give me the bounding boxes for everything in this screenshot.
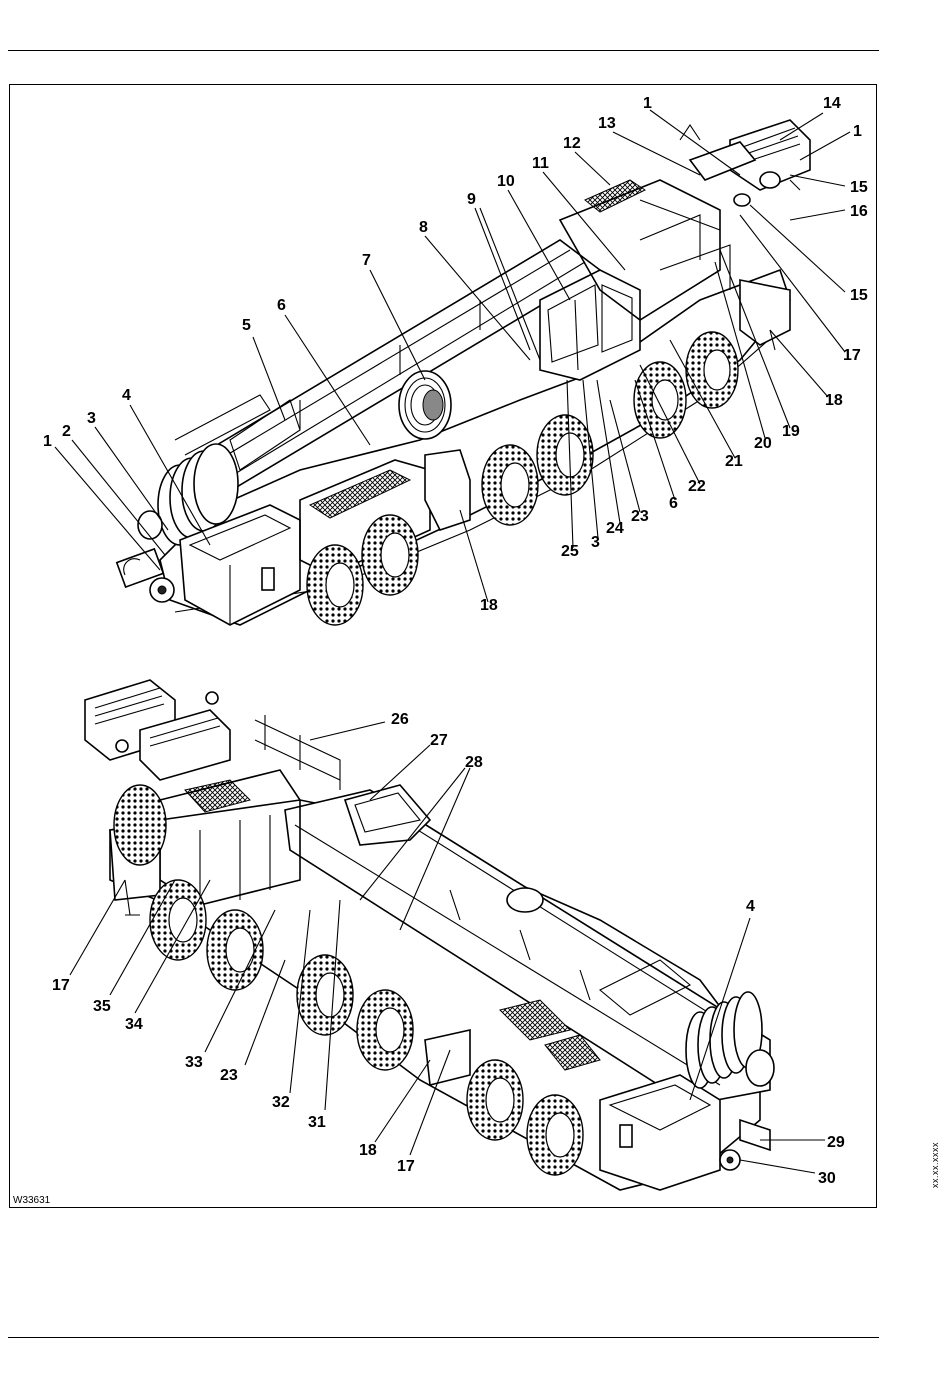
callout: 19 [782,423,800,440]
callout: 27 [430,732,448,749]
figure-code: W33631 [13,1195,51,1206]
callout: 17 [397,1158,415,1175]
callout: 1 [853,123,862,140]
callout: 8 [419,219,428,236]
callout: 23 [631,508,649,525]
callout: 23 [220,1067,238,1084]
callout: 4 [122,387,131,404]
callout: 30 [818,1170,836,1187]
callout: 5 [242,317,251,334]
lower-crane-drawing [85,680,774,1190]
callout: 3 [87,410,96,427]
callout: 14 [823,95,841,112]
callout: 24 [606,520,624,537]
callout: 17 [52,977,70,994]
callout: 25 [561,543,579,560]
winch-drum [399,371,451,439]
callout: 1 [643,95,652,112]
callout: 15 [850,179,868,196]
callout: 32 [272,1094,290,1111]
callout: 33 [185,1054,203,1071]
callout: 17 [843,347,861,364]
callout: 22 [688,478,706,495]
callout: 18 [825,392,843,409]
callout: 6 [277,297,286,314]
callout: 12 [563,135,581,152]
callout: 29 [827,1134,845,1151]
callout: 16 [850,203,868,220]
callout: 2 [62,423,71,440]
callout: 18 [480,597,498,614]
callout: 21 [725,453,743,470]
callout: 15 [850,287,868,304]
callout: 20 [754,435,772,452]
callout: 35 [93,998,111,1015]
callout: 10 [497,173,515,190]
callout: 28 [465,754,483,771]
callout: 11 [532,155,549,172]
callout: 18 [359,1142,377,1159]
callout: 9 [467,191,476,208]
callout: 26 [391,711,409,728]
callout: 31 [308,1114,326,1131]
side-code: xx.xx.xxxx [930,1142,940,1188]
upper-crane-drawing [117,120,810,625]
callout: 3 [591,534,600,551]
callout: 1 [43,433,52,450]
callout: 34 [125,1016,143,1033]
callout: 6 [669,495,678,512]
callout: 13 [598,115,616,132]
lower-rear-winches [85,680,230,780]
callout: 4 [746,898,755,915]
callout: 7 [362,252,371,269]
footer-rule [8,1337,879,1338]
